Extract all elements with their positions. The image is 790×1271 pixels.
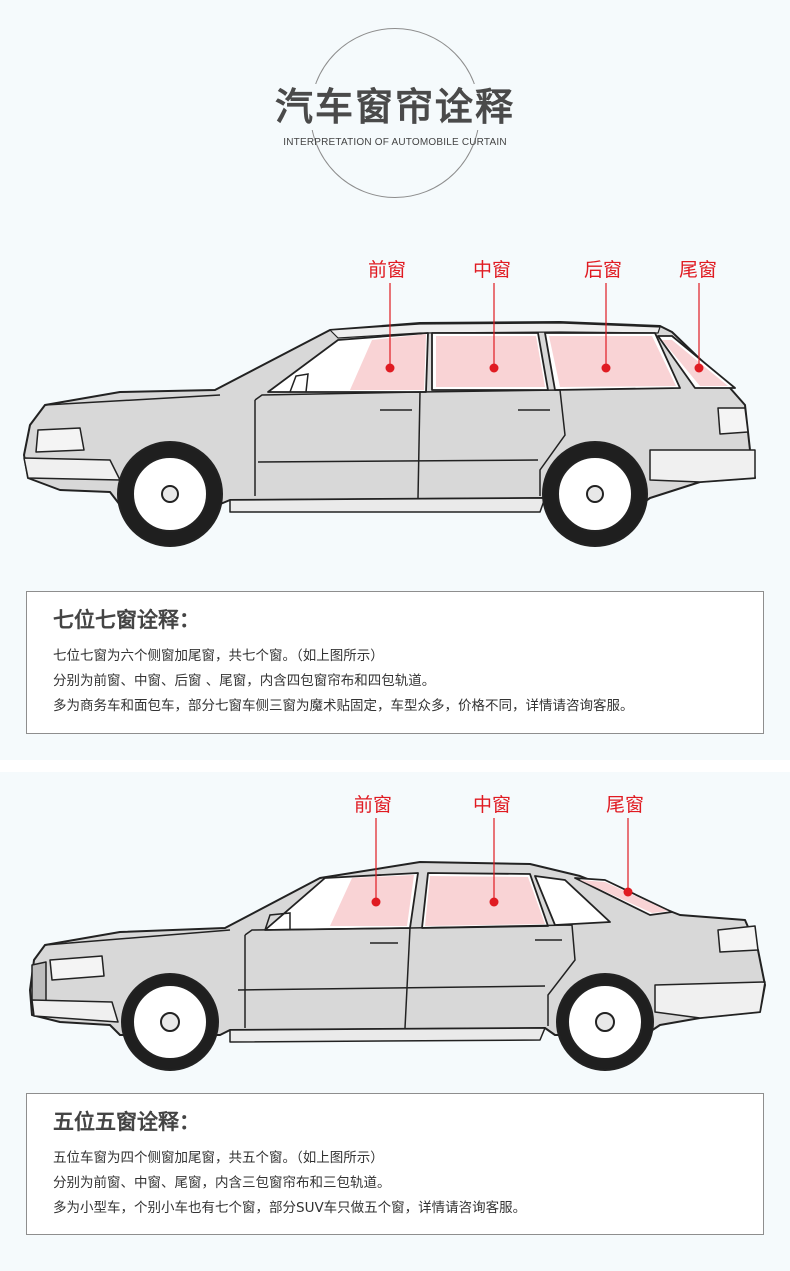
sedan-car-illustration — [0, 780, 790, 1080]
box2-line-1: 五位车窗为四个侧窗加尾窗，共五个窗。（如上图所示） — [53, 1150, 384, 1166]
label-rear-window: 后窗 — [584, 259, 623, 281]
label-front-window-2: 前窗 — [354, 794, 393, 816]
page-subtitle: INTERPRETATION OF AUTOMOBILE CURTAIN — [283, 137, 507, 148]
box-line-1: 七位七窗为六个侧窗加尾窗，共七个窗。（如上图所示） — [53, 648, 384, 664]
label-tail-window: 尾窗 — [679, 259, 718, 281]
label-middle-window-2: 中窗 — [473, 794, 512, 816]
seven-window-info-box: 七位七窗诠释： 七位七窗为六个侧窗加尾窗，共七个窗。（如上图所示） 分别为前窗、… — [26, 591, 764, 734]
box2-line-3: 多为小型车，个别小车也有七个窗，部分SUV车只做五个窗，详情请咨询客服。 — [53, 1200, 527, 1216]
wagon-car-illustration — [0, 250, 790, 560]
box-line-2: 分别为前窗、中窗、后窗 、尾窗，内含四包窗帘布和四包轨道。 — [53, 673, 436, 689]
section-divider — [0, 760, 790, 772]
box2-line-2: 分别为前窗、中窗、尾窗，内含三包窗帘布和三包轨道。 — [53, 1175, 391, 1191]
page-title: 汽车窗帘诠释 — [0, 84, 790, 130]
box-heading-2: 五位五窗诠释： — [53, 1110, 200, 1134]
label-tail-window-2: 尾窗 — [606, 794, 645, 816]
label-middle-window: 中窗 — [473, 259, 512, 281]
box-heading: 七位七窗诠释： — [53, 608, 200, 632]
box-line-3: 多为商务车和面包车，部分七窗车侧三窗为魔术贴固定，车型众多，价格不同，详情请咨询… — [53, 698, 634, 714]
label-front-window: 前窗 — [368, 259, 407, 281]
five-window-info-box: 五位五窗诠释： 五位车窗为四个侧窗加尾窗，共五个窗。（如上图所示） 分别为前窗、… — [26, 1093, 764, 1235]
